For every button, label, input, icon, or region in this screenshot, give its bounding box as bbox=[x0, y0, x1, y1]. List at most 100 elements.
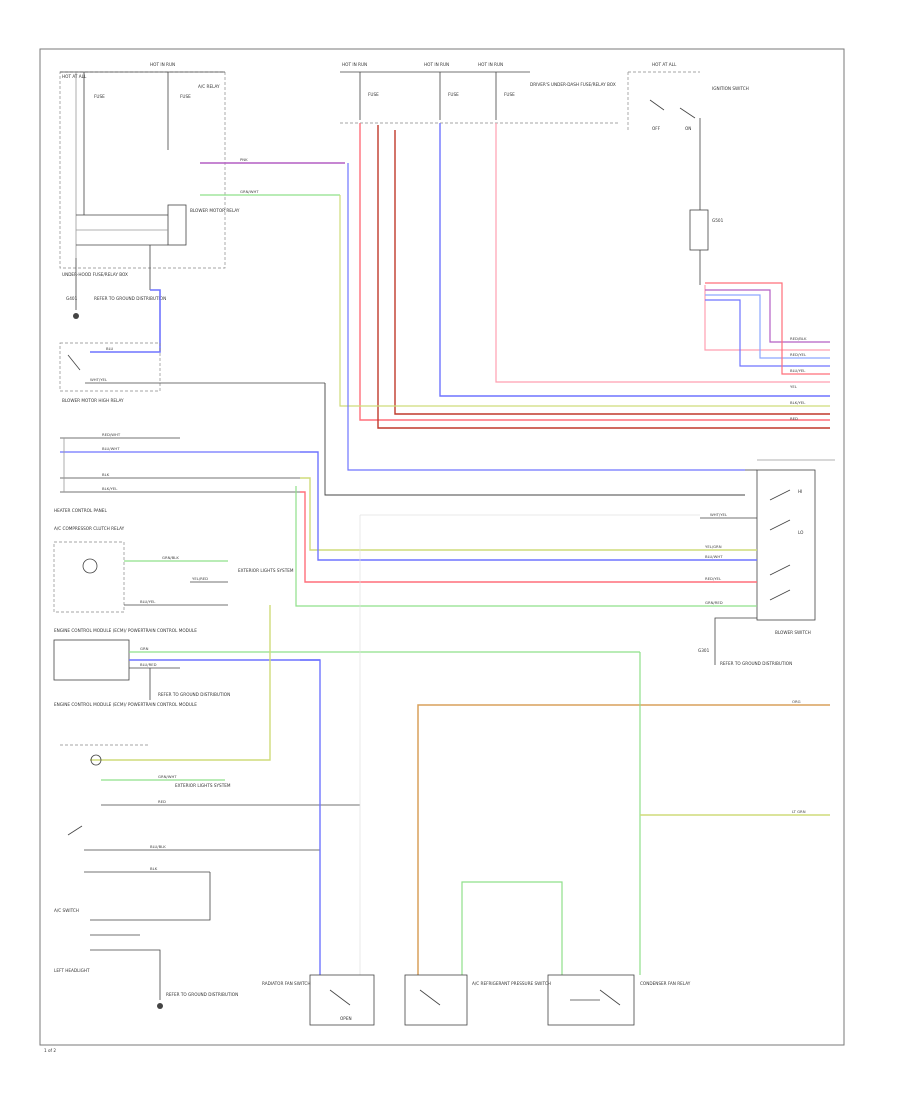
svg-text:RADIATOR FAN SWITCH: RADIATOR FAN SWITCH bbox=[262, 981, 310, 986]
svg-text:ORG: ORG bbox=[792, 699, 801, 704]
condenser-fan-relay: CONDENSER FAN RELAY bbox=[547, 974, 691, 1026]
svg-text:BLU/WHT: BLU/WHT bbox=[102, 446, 120, 451]
svg-text:EXTERIOR LIGHTS SYSTEM: EXTERIOR LIGHTS SYSTEM bbox=[238, 568, 294, 573]
wire-grn-loop bbox=[461, 881, 563, 975]
label-fuse-1: FUSE bbox=[94, 94, 105, 99]
svg-text:LEFT HEADLIGHT: LEFT HEADLIGHT bbox=[54, 968, 90, 973]
svg-text:A/C SWITCH: A/C SWITCH bbox=[54, 908, 79, 913]
heater-control-panel: RED/WHT BLU/WHT BLK BLK/YEL HEATER CONTR… bbox=[54, 432, 300, 513]
svg-text:REFER TO GROUND DISTRIBUTION: REFER TO GROUND DISTRIBUTION bbox=[158, 692, 230, 697]
svg-text:IGNITION SWITCH: IGNITION SWITCH bbox=[712, 86, 749, 91]
svg-text:BLK: BLK bbox=[150, 866, 158, 871]
svg-text:YEL/GRN: YEL/GRN bbox=[705, 544, 722, 549]
svg-text:WHT/YEL: WHT/YEL bbox=[90, 377, 108, 382]
svg-text:LT GRN: LT GRN bbox=[792, 809, 806, 814]
svg-text:OFF: OFF bbox=[652, 126, 661, 131]
harness-right: RED/BLK RED/YEL BLU/YEL YEL BLK/YEL RED bbox=[339, 123, 830, 471]
engine-control-module: GRN/BLK YEL/RED BLU/YEL EXTERIOR LIGHTS … bbox=[53, 526, 294, 613]
svg-text:GRN/WHT: GRN/WHT bbox=[240, 189, 259, 194]
svg-text:BLOWER SWITCH: BLOWER SWITCH bbox=[775, 630, 811, 635]
svg-text:CONDENSER FAN RELAY: CONDENSER FAN RELAY bbox=[640, 981, 691, 986]
svg-text:BLU/WHT: BLU/WHT bbox=[705, 554, 723, 559]
wire-blu-wht-blower bbox=[300, 451, 757, 561]
svg-text:HEATER CONTROL PANEL: HEATER CONTROL PANEL bbox=[54, 508, 107, 513]
svg-text:HOT IN RUN: HOT IN RUN bbox=[424, 62, 449, 67]
svg-text:ENGINE CONTROL MODULE (ECM)/ P: ENGINE CONTROL MODULE (ECM)/ POWERTRAIN … bbox=[54, 628, 197, 633]
blower-motor-relay: WHT/YEL BLOWER MOTOR HIGH RELAY bbox=[59, 342, 325, 403]
svg-text:BLU/YEL: BLU/YEL bbox=[140, 599, 156, 604]
footer-code: 1 of 2 bbox=[44, 1048, 56, 1053]
svg-text:RED: RED bbox=[158, 799, 166, 804]
wire-blu-red-down bbox=[300, 659, 321, 975]
svg-text:GRN: GRN bbox=[140, 646, 149, 651]
label-fuse-block: UNDER-HOOD FUSE/RELAY BOX bbox=[62, 272, 128, 277]
svg-text:ON: ON bbox=[685, 126, 691, 131]
wire-org bbox=[417, 704, 830, 975]
blower-switch: HI LO BLOWER SWITCH WHT/YEL bbox=[700, 459, 835, 635]
svg-text:FUSE: FUSE bbox=[448, 92, 459, 97]
svg-text:REFER TO GROUND DISTRIBUTION: REFER TO GROUND DISTRIBUTION bbox=[720, 661, 792, 666]
label-ac-relay-top: A/C RELAY bbox=[198, 84, 220, 89]
svg-text:PNK: PNK bbox=[240, 157, 248, 162]
svg-text:YEL: YEL bbox=[790, 384, 798, 389]
ac-pressure-switch: A/C REFRIGERANT PRESSURE SWITCH bbox=[404, 974, 551, 1026]
ecm-block: ENGINE CONTROL MODULE (ECM)/ POWERTRAIN … bbox=[53, 628, 640, 707]
svg-text:RED/YEL: RED/YEL bbox=[790, 352, 807, 357]
svg-text:FUSE: FUSE bbox=[504, 92, 515, 97]
svg-text:EXTERIOR LIGHTS SYSTEM: EXTERIOR LIGHTS SYSTEM bbox=[175, 783, 231, 788]
wire-yel-red-down bbox=[90, 605, 271, 761]
svg-text:BLK/YEL: BLK/YEL bbox=[790, 400, 806, 405]
svg-text:DRIVER'S UNDER-DASH FUSE/RELAY: DRIVER'S UNDER-DASH FUSE/RELAY BOX bbox=[530, 82, 616, 87]
wire-grn-blower bbox=[295, 486, 757, 607]
svg-text:BLU/RED: BLU/RED bbox=[140, 662, 157, 667]
wire-yel-grn-blower bbox=[300, 477, 757, 551]
wire-blu-upper bbox=[90, 289, 161, 353]
svg-text:WHT/YEL: WHT/YEL bbox=[710, 512, 728, 517]
left-headlight: GRN/WHT RED EXTERIOR LIGHTS SYSTEM bbox=[60, 744, 360, 806]
label-hot-at-all-1: HOT AT ALL bbox=[62, 74, 87, 79]
svg-text:HOT AT ALL: HOT AT ALL bbox=[652, 62, 677, 67]
ignition-switch: HOT AT ALL IGNITION SWITCH OFF ON G501 bbox=[627, 62, 749, 285]
svg-text:REFER TO GROUND DISTRIBUTION: REFER TO GROUND DISTRIBUTION bbox=[166, 992, 238, 997]
svg-text:GRN/BLK: GRN/BLK bbox=[162, 555, 179, 560]
svg-text:GRN/WHT: GRN/WHT bbox=[158, 774, 177, 779]
svg-text:RED/YEL: RED/YEL bbox=[705, 576, 722, 581]
svg-text:RED/BLK: RED/BLK bbox=[790, 336, 807, 341]
wire-red-blower bbox=[300, 491, 757, 583]
svg-text:G501: G501 bbox=[712, 218, 724, 223]
svg-text:BLK: BLK bbox=[102, 472, 110, 477]
ac-switch: BLU/BLK BLK A/C SWITCH LEFT HEADLIGHT RE… bbox=[54, 825, 320, 1009]
svg-text:OPEN: OPEN bbox=[340, 1016, 352, 1021]
underdash-fuse-box: HOT IN RUN HOT IN RUN HOT IN RUN FUSE FU… bbox=[340, 62, 620, 124]
svg-text:RED: RED bbox=[790, 416, 798, 421]
label-blower-relay: BLOWER MOTOR RELAY bbox=[190, 208, 240, 213]
diagram-frame bbox=[39, 48, 845, 1046]
svg-text:GRN/RED: GRN/RED bbox=[705, 600, 723, 605]
svg-text:G401: G401 bbox=[66, 296, 78, 301]
svg-text:BLU/BLK: BLU/BLK bbox=[150, 844, 166, 849]
svg-text:ENGINE CONTROL MODULE (ECM)/ P: ENGINE CONTROL MODULE (ECM)/ POWERTRAIN … bbox=[54, 702, 197, 707]
ground-g401: G401 REFER TO GROUND DISTRIBUTION bbox=[66, 258, 166, 319]
radiator-fan-switch: RADIATOR FAN SWITCH OPEN bbox=[262, 974, 375, 1026]
wire-wht-yel-run bbox=[324, 383, 745, 496]
svg-text:BLU/YEL: BLU/YEL bbox=[790, 368, 806, 373]
underhood-fuse-box: HOT AT ALL HOT IN RUN FUSE FUSE A/C RELA… bbox=[59, 62, 240, 290]
svg-text:HI: HI bbox=[798, 489, 802, 494]
svg-text:REFER TO GROUND DISTRIBUTION: REFER TO GROUND DISTRIBUTION bbox=[94, 296, 166, 301]
svg-text:G301: G301 bbox=[698, 648, 710, 653]
label-hot-in-run-1: HOT IN RUN bbox=[150, 62, 175, 67]
svg-text:A/C REFRIGERANT PRESSURE SWITC: A/C REFRIGERANT PRESSURE SWITCH bbox=[472, 981, 551, 986]
svg-text:BLOWER MOTOR HIGH RELAY: BLOWER MOTOR HIGH RELAY bbox=[62, 398, 124, 403]
ground-g301: G301 REFER TO GROUND DISTRIBUTION bbox=[698, 617, 792, 666]
svg-text:LO: LO bbox=[798, 530, 804, 535]
svg-text:BLK/YEL: BLK/YEL bbox=[102, 486, 118, 491]
svg-text:HOT IN RUN: HOT IN RUN bbox=[478, 62, 503, 67]
svg-text:RED/WHT: RED/WHT bbox=[102, 432, 121, 437]
svg-text:A/C COMPRESSOR CLUTCH RELAY: A/C COMPRESSOR CLUTCH RELAY bbox=[54, 526, 125, 531]
svg-text:HOT IN RUN: HOT IN RUN bbox=[342, 62, 367, 67]
wire-label-blu: BLU bbox=[106, 346, 114, 351]
svg-text:FUSE: FUSE bbox=[368, 92, 379, 97]
svg-text:YEL/RED: YEL/RED bbox=[192, 576, 208, 581]
label-fuse-2: FUSE bbox=[180, 94, 191, 99]
